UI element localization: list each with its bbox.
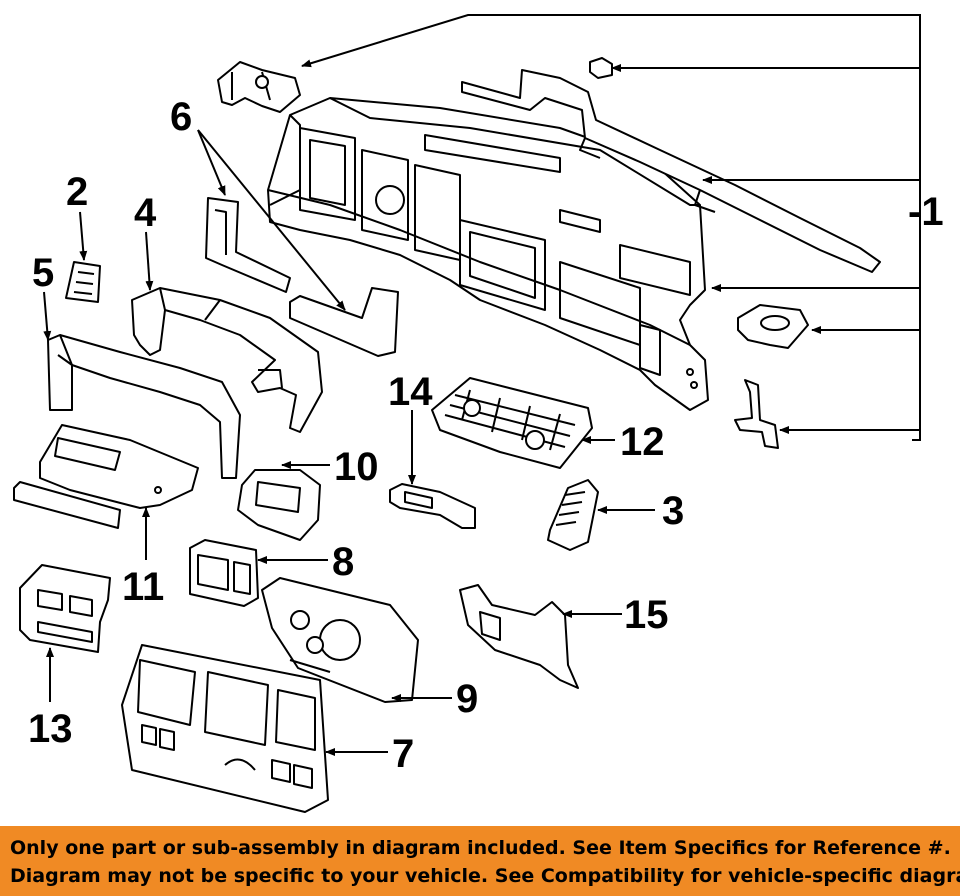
callout-4: 4 <box>134 191 157 235</box>
bracket-part <box>217 61 301 113</box>
callout-5: 5 <box>32 251 54 295</box>
callout-11: 11 <box>122 565 164 609</box>
callout-3: 3 <box>662 489 684 533</box>
lower-trim-part <box>459 584 579 689</box>
cluster-housing-part <box>261 577 419 703</box>
clip-part <box>589 57 613 79</box>
trim-piece-part <box>205 197 399 357</box>
disclaimer-banner: Only one part or sub-assembly in diagram… <box>0 826 960 896</box>
console-part <box>13 424 199 529</box>
parts-diagram: -1 2 3 4 5 6 7 8 9 10 11 12 13 14 15 <box>13 14 944 813</box>
callout-8: 8 <box>332 540 354 584</box>
callout-15: 15 <box>624 593 669 637</box>
module-part <box>237 469 321 541</box>
arch-trim-part <box>47 334 241 479</box>
disclaimer-line-1: Only one part or sub-assembly in diagram… <box>10 837 951 859</box>
cluster-lens-part <box>121 644 329 813</box>
instrument-panel-part <box>267 97 709 411</box>
lower-bracket-part <box>734 379 779 449</box>
callout-6: 6 <box>170 95 192 139</box>
callout-labels: -1 2 3 4 5 6 7 8 9 10 11 12 13 14 15 <box>28 95 944 776</box>
switch-panel-part <box>65 261 101 303</box>
bracket-clip-part <box>389 483 476 529</box>
callout-2: 2 <box>66 170 88 214</box>
callout-9: 9 <box>456 677 478 721</box>
cluster-bezel-part <box>131 287 323 433</box>
control-panel-part <box>19 564 111 653</box>
switch-part <box>189 539 259 607</box>
callout-12: 12 <box>620 420 665 464</box>
leader-lines <box>43 14 921 756</box>
callout-7: 7 <box>392 732 414 776</box>
vent-grille-part <box>431 377 593 469</box>
callout-1: -1 <box>908 190 944 234</box>
callout-14: 14 <box>388 370 433 414</box>
reinforcement-bar-part <box>461 69 881 273</box>
callout-10: 10 <box>334 445 379 489</box>
disclaimer-line-2: Diagram may not be specific to your vehi… <box>10 865 960 887</box>
side-bracket-part <box>737 304 809 349</box>
air-vent-part <box>547 479 599 551</box>
callout-13: 13 <box>28 707 73 751</box>
